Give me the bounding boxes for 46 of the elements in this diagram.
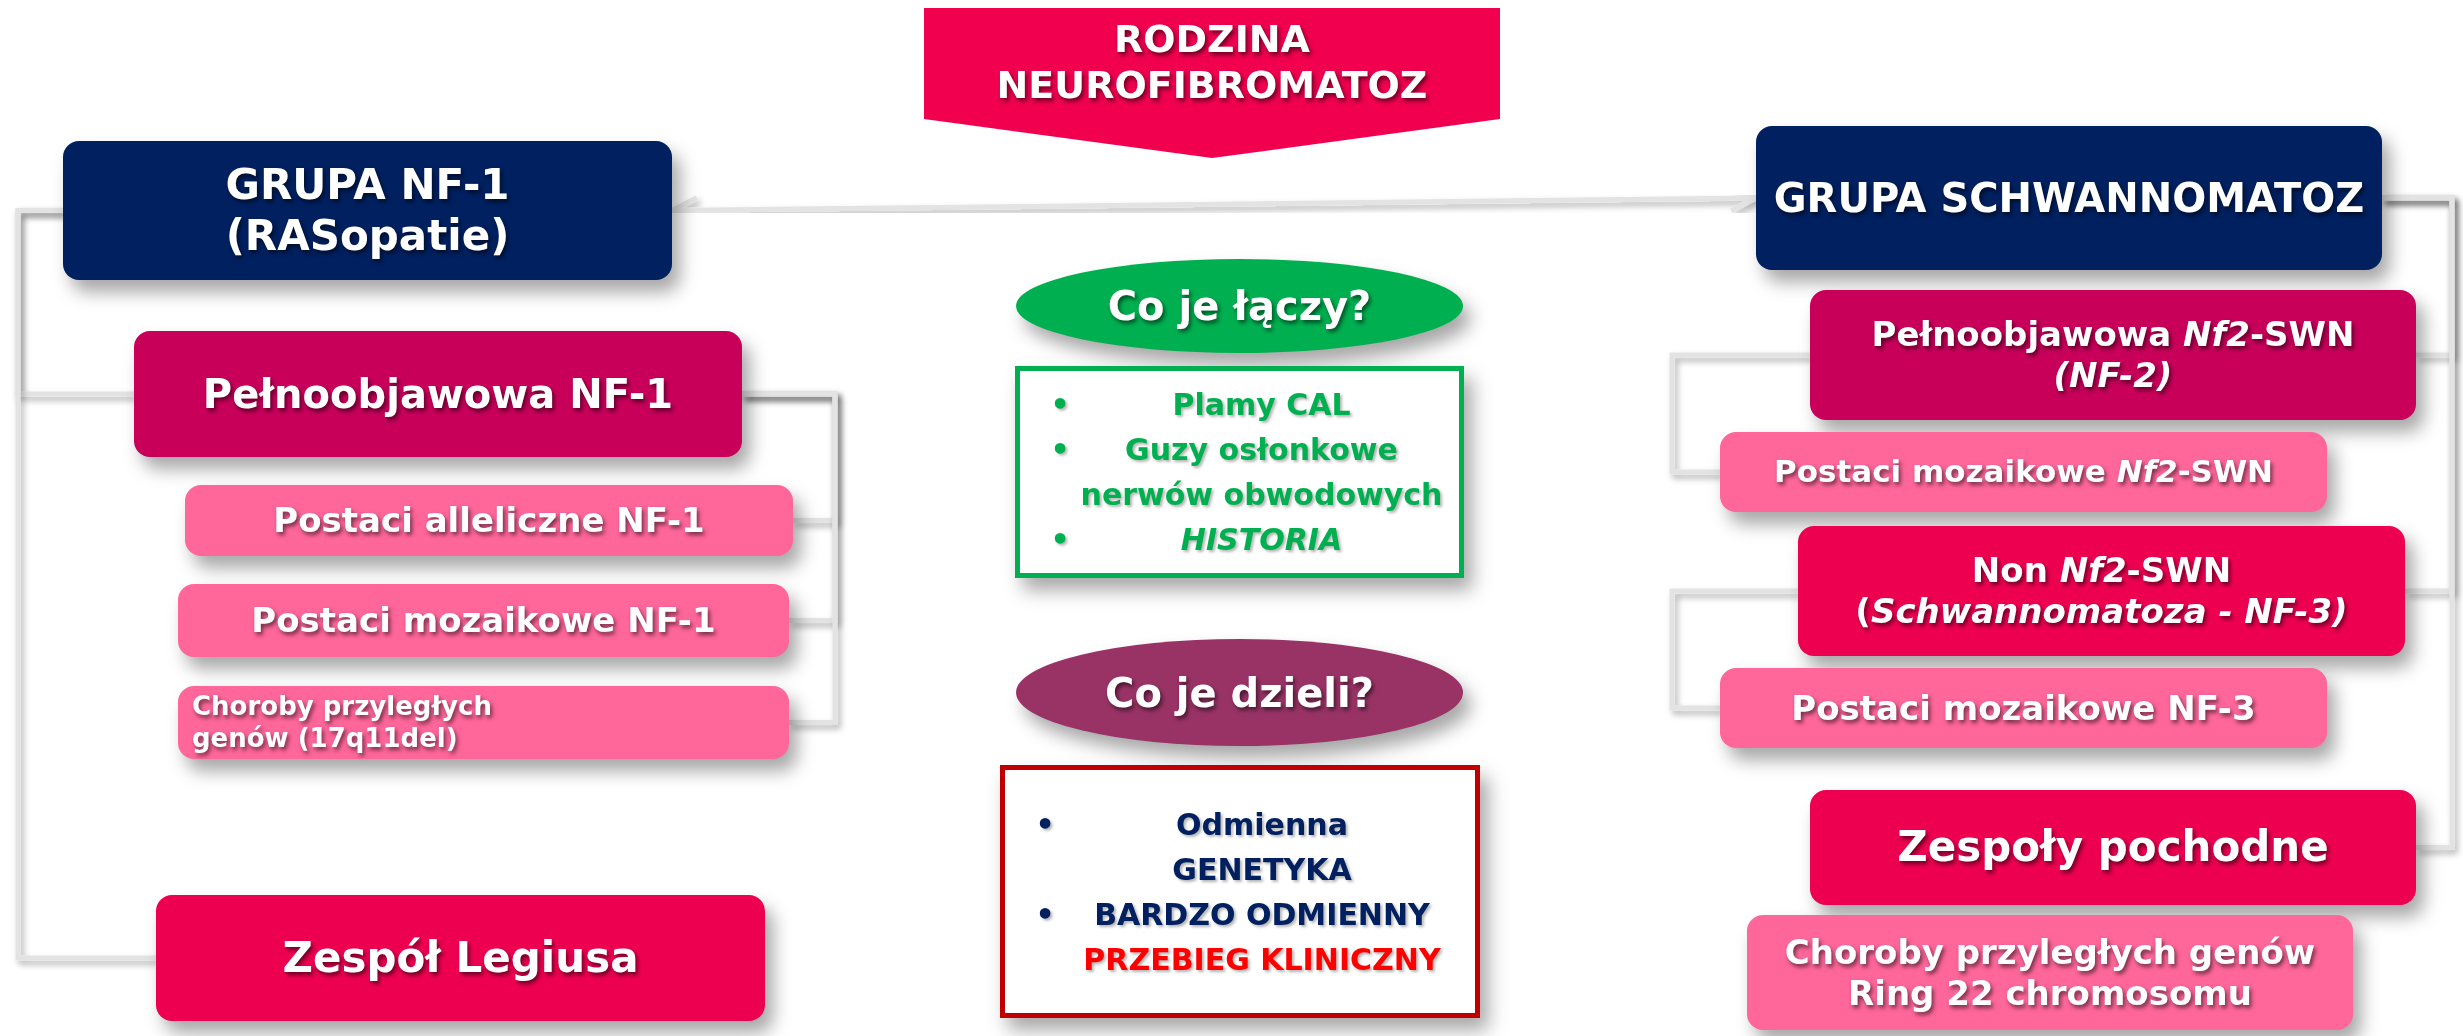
category-box bbox=[1810, 790, 2416, 905]
connector-line bbox=[15, 208, 156, 961]
bullet-marker: • bbox=[1034, 805, 1056, 844]
list-item: HISTORIA bbox=[1179, 521, 1344, 559]
category-box bbox=[1810, 290, 2416, 420]
box-label: Pełnoobjawowa NF-1 bbox=[202, 370, 674, 418]
box-label: Postaci alleliczne NF-1 bbox=[273, 500, 705, 541]
bullet-marker: • bbox=[1034, 895, 1056, 934]
box-label: Zespoły pochodne bbox=[1897, 822, 2329, 873]
box-label: RODZINA NEUROFIBROMATOZ bbox=[995, 17, 1429, 109]
box-label: Postaci mozaikowe Nf2-SWN bbox=[1773, 453, 2274, 491]
subcategory-box bbox=[1747, 915, 2353, 1030]
box-label: Choroby przyległych genów (17q11del) bbox=[192, 691, 493, 754]
bullet-marker: • bbox=[1049, 521, 1071, 559]
category-box bbox=[1798, 526, 2405, 656]
subcategory-box bbox=[178, 686, 789, 759]
bullet-list-box bbox=[1015, 366, 1464, 578]
group-box bbox=[63, 141, 672, 280]
box-label: Co je łączy? bbox=[1107, 282, 1372, 330]
list-item: Plamy CAL bbox=[1171, 386, 1352, 424]
category-box bbox=[134, 331, 742, 457]
list-item: Odmienna GENETYKA bbox=[1171, 805, 1353, 889]
list-item: Guzy osłonkowe nerwów obwodowych bbox=[1080, 431, 1443, 514]
connector-line bbox=[1669, 588, 1798, 711]
box-label: GRUPA SCHWANNOMATOZ bbox=[1773, 174, 2365, 222]
box-label: Co je dzieli? bbox=[1105, 668, 1374, 717]
subcategory-box bbox=[1720, 668, 2327, 748]
connector-line bbox=[1669, 352, 1810, 475]
bullet-list-box bbox=[1000, 765, 1480, 1018]
box-label: GRUPA NF-1 (RASopatie) bbox=[224, 160, 511, 261]
bullet-marker: • bbox=[1049, 386, 1071, 424]
box-label: Postaci mozaikowe NF-3 bbox=[1791, 687, 2256, 729]
box-label: Pełnoobjawowa Nf2-SWN (NF-2) bbox=[1870, 314, 2356, 396]
box-label: Non Nf2-SWN (Schwannomatoza - NF-3) bbox=[1854, 550, 2349, 632]
box-label: Zespół Legiusa bbox=[282, 932, 639, 984]
box-label: Choroby przyległych genów Ring 22 chromosomu bbox=[1783, 931, 2317, 1014]
bullet-marker: • bbox=[1049, 431, 1071, 469]
subcategory-box bbox=[1720, 432, 2327, 512]
title-banner bbox=[924, 8, 1500, 158]
subcategory-box bbox=[178, 584, 789, 657]
subcategory-box bbox=[185, 485, 793, 556]
list-item: BARDZO ODMIENNY bbox=[1093, 895, 1431, 934]
group-box bbox=[1756, 126, 2382, 270]
list-item: PRZEBIEG KLINICZNY bbox=[1082, 940, 1442, 979]
box-label: Postaci mozaikowe NF-1 bbox=[251, 600, 716, 641]
category-box bbox=[156, 895, 765, 1021]
